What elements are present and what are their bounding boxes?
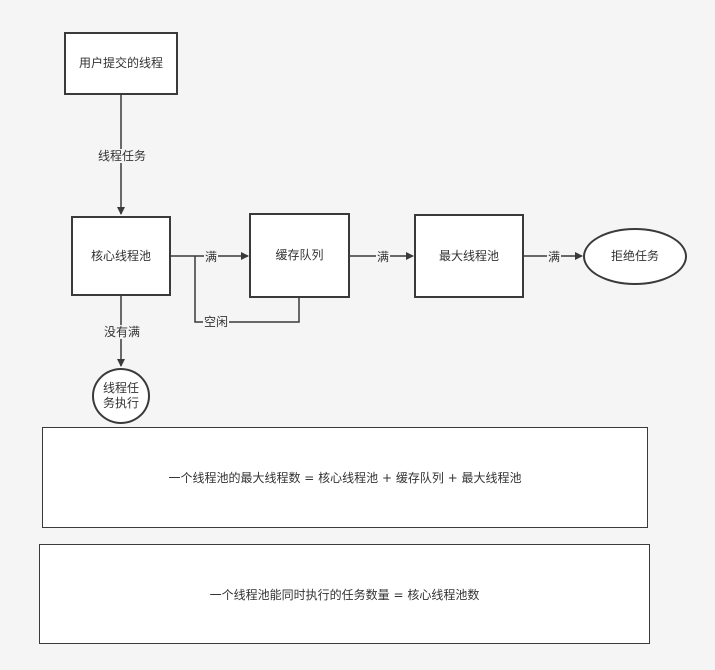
full-queue-edge-label: 满 — [376, 250, 391, 264]
core-pool-label: 核心线程池 — [90, 248, 151, 263]
core-pool-node: 核心线程池 — [71, 216, 171, 296]
idle-edge-label: 空闲 — [203, 315, 230, 329]
max-threads-formula-box: 一个线程池的最大线程数 = 核心线程池 + 缓存队列 + 最大线程池 — [42, 427, 648, 528]
reject-node: 拒绝任务 — [583, 228, 687, 285]
concurrent-formula-box: 一个线程池能同时执行的任务数量 = 核心线程池数 — [39, 544, 650, 644]
user-thread-node: 用户提交的线程 — [64, 32, 178, 95]
max-threads-formula: 一个线程池的最大线程数 = 核心线程池 + 缓存队列 + 最大线程池 — [168, 471, 522, 485]
user-thread-label: 用户提交的线程 — [78, 56, 163, 70]
execute-label-line2: 务执行 — [102, 396, 139, 410]
execute-label-line1: 线程任 — [102, 381, 139, 395]
queue-label: 缓存队列 — [275, 248, 324, 262]
max-pool-label: 最大线程池 — [438, 248, 499, 263]
concurrent-formula: 一个线程池能同时执行的任务数量 = 核心线程池数 — [209, 587, 480, 602]
execute-node: 线程任 务执行 — [92, 368, 150, 424]
edge-idle-loop — [194, 256, 300, 323]
not-full-edge-label: 没有满 — [103, 325, 142, 339]
queue-node: 缓存队列 — [249, 213, 350, 298]
max-pool-node: 最大线程池 — [414, 214, 524, 298]
full-max-edge-label: 满 — [547, 250, 562, 264]
thread-task-edge-label: 线程任务 — [97, 149, 148, 163]
reject-label: 拒绝任务 — [610, 249, 659, 263]
full-core-edge-label: 满 — [204, 250, 219, 264]
